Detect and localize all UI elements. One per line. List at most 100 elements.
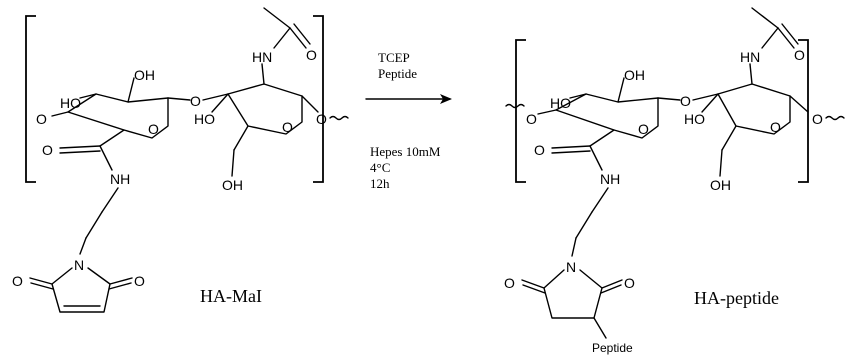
product-succinimide-co-left [521,279,545,289]
product-succinimide-co-right-2 [600,284,622,294]
reagent-above-2: Peptide [378,66,417,81]
product-linker-1 [591,187,609,213]
condition-2: 4°C [370,160,390,175]
product-oh-bond [617,77,625,103]
reagent-above-1: TCEP [378,50,410,65]
product-linker-2 [575,211,593,239]
product-anomeric-o: O [812,111,823,127]
reactant-ring-b-oxygen: O [282,119,293,135]
reactant-wavy-end [329,115,349,121]
condition-3: 12h [370,176,390,191]
product-glyco-bond-2 [692,93,719,101]
product-ho-bond [569,93,587,99]
product-acetyl-me-bond [751,7,779,29]
product-carbonyl-bond [551,145,591,149]
product-succinimide-o-right: O [624,275,635,291]
reaction-arrow-head [440,94,452,104]
reactant-glyco-bond-1 [167,97,191,101]
product-acetyl-co-bond-2 [781,23,799,45]
reactant-name: HA-MaI [200,286,262,306]
product-ch2oh-bond [719,149,723,177]
reactant-nh-bond [99,145,113,171]
product-acetyl-c-bond [761,27,779,49]
product-left-bracket [515,39,526,183]
product-ch2oh-label: OH [710,177,731,193]
product-nh-label: NH [600,171,620,187]
reactant-o-left-bond [51,111,69,117]
reactant-oh-label: OH [134,67,155,83]
reactant-ho-b-bond [211,93,229,113]
product-oh-label: OH [624,67,645,83]
reactant-ho-bond [79,93,97,99]
reactant-maleimide-n: N [74,257,84,273]
product-glyco-bond-1 [657,97,681,101]
product-carbonyl-bond-2 [551,150,591,154]
reactant-maleimide-co-left [29,277,53,285]
reactant-ch2-bond [233,125,249,151]
reactant-hn-label: HN [252,49,272,65]
reactant-maleimide-co-left-2 [30,282,54,290]
product-ring-a-oxygen: O [638,121,649,137]
reactant-maleimide-co-right-2 [108,282,132,290]
reactant-linker-3 [79,237,87,255]
product-ch2-bond [721,125,737,151]
product-name: HA-peptide [694,288,779,308]
product-succinimide-n: N [566,259,576,275]
reactant-maleimide-co-right [109,277,133,285]
reactant-hn-bond [261,63,265,85]
reactant-ring-a-oxygen: O [148,121,159,137]
reactant-glyco-bond-2 [202,93,229,101]
product-ring-b-oxygen: O [770,119,781,135]
product-right-bracket [798,39,809,183]
reactant-anomeric-bond [301,95,319,113]
condition-1: Hepes 10mM [370,144,441,159]
reactant-glyco-o: O [190,93,201,109]
reactant-right-bracket [313,15,324,183]
product-peptide-label: Peptide [592,341,633,355]
product-acetyl-o: O [794,47,805,63]
product-ho-b-bond [701,93,719,113]
reactant-maleimide-o-left: O [12,273,23,289]
product-ring-a [555,93,659,139]
product-acetyl-co-bond [777,27,795,49]
reactant-oh-bond [127,77,135,103]
product-wavy-end [825,115,845,121]
reactant-nh-label: NH [110,171,130,187]
product-ho-b-label: HO [684,111,705,127]
product-o-left-label: O [526,111,537,127]
reactant-ch2oh-bond [231,149,235,177]
reactant-acetyl-o: O [306,47,317,63]
reactant-ho-label: HO [60,95,81,111]
product-structure: O O HO OH O NH O O HO OH HN O [504,7,845,355]
product-o-left-bond [537,109,557,115]
product-amide-bond [589,129,615,147]
reactant-o-left-label: O [36,111,47,127]
reaction-arrow-group: TCEP Peptide Hepes 10mM 4°C 12h [365,50,452,191]
reactant-ho-b-label: HO [194,111,215,127]
product-succinimide-co-right [601,279,623,289]
reactant-carbonyl-o: O [42,142,53,158]
reactant-acetyl-c-bond [273,27,291,49]
product-glyco-o: O [680,93,691,109]
product-succinimide-o-left: O [504,275,515,291]
reactant-carbonyl-bond-2 [59,150,101,154]
reactant-amide-bond [99,129,125,147]
reactant-left-bracket [25,15,36,183]
product-succinimide-co-left-2 [522,284,546,294]
product-nh-bond [589,145,603,171]
reactant-acetyl-me-bond [263,7,291,29]
reactant-anomeric-o: O [316,111,327,127]
reactant-linker-2 [85,211,103,239]
product-anomeric-bond [789,95,809,113]
product-hn-bond [749,63,753,85]
product-peptide-bond [593,317,607,339]
reactant-acetyl-co-bond-2 [293,23,311,45]
product-hn-label: HN [740,49,760,65]
reactant-maleimide-o-right: O [134,273,145,289]
reactant-carbonyl-bond [59,145,101,149]
product-linker-3 [571,237,577,257]
reactant-ch2oh-label: OH [222,177,243,193]
reactant-maleimide-ring [51,267,111,313]
product-succinimide-ring [543,269,603,319]
